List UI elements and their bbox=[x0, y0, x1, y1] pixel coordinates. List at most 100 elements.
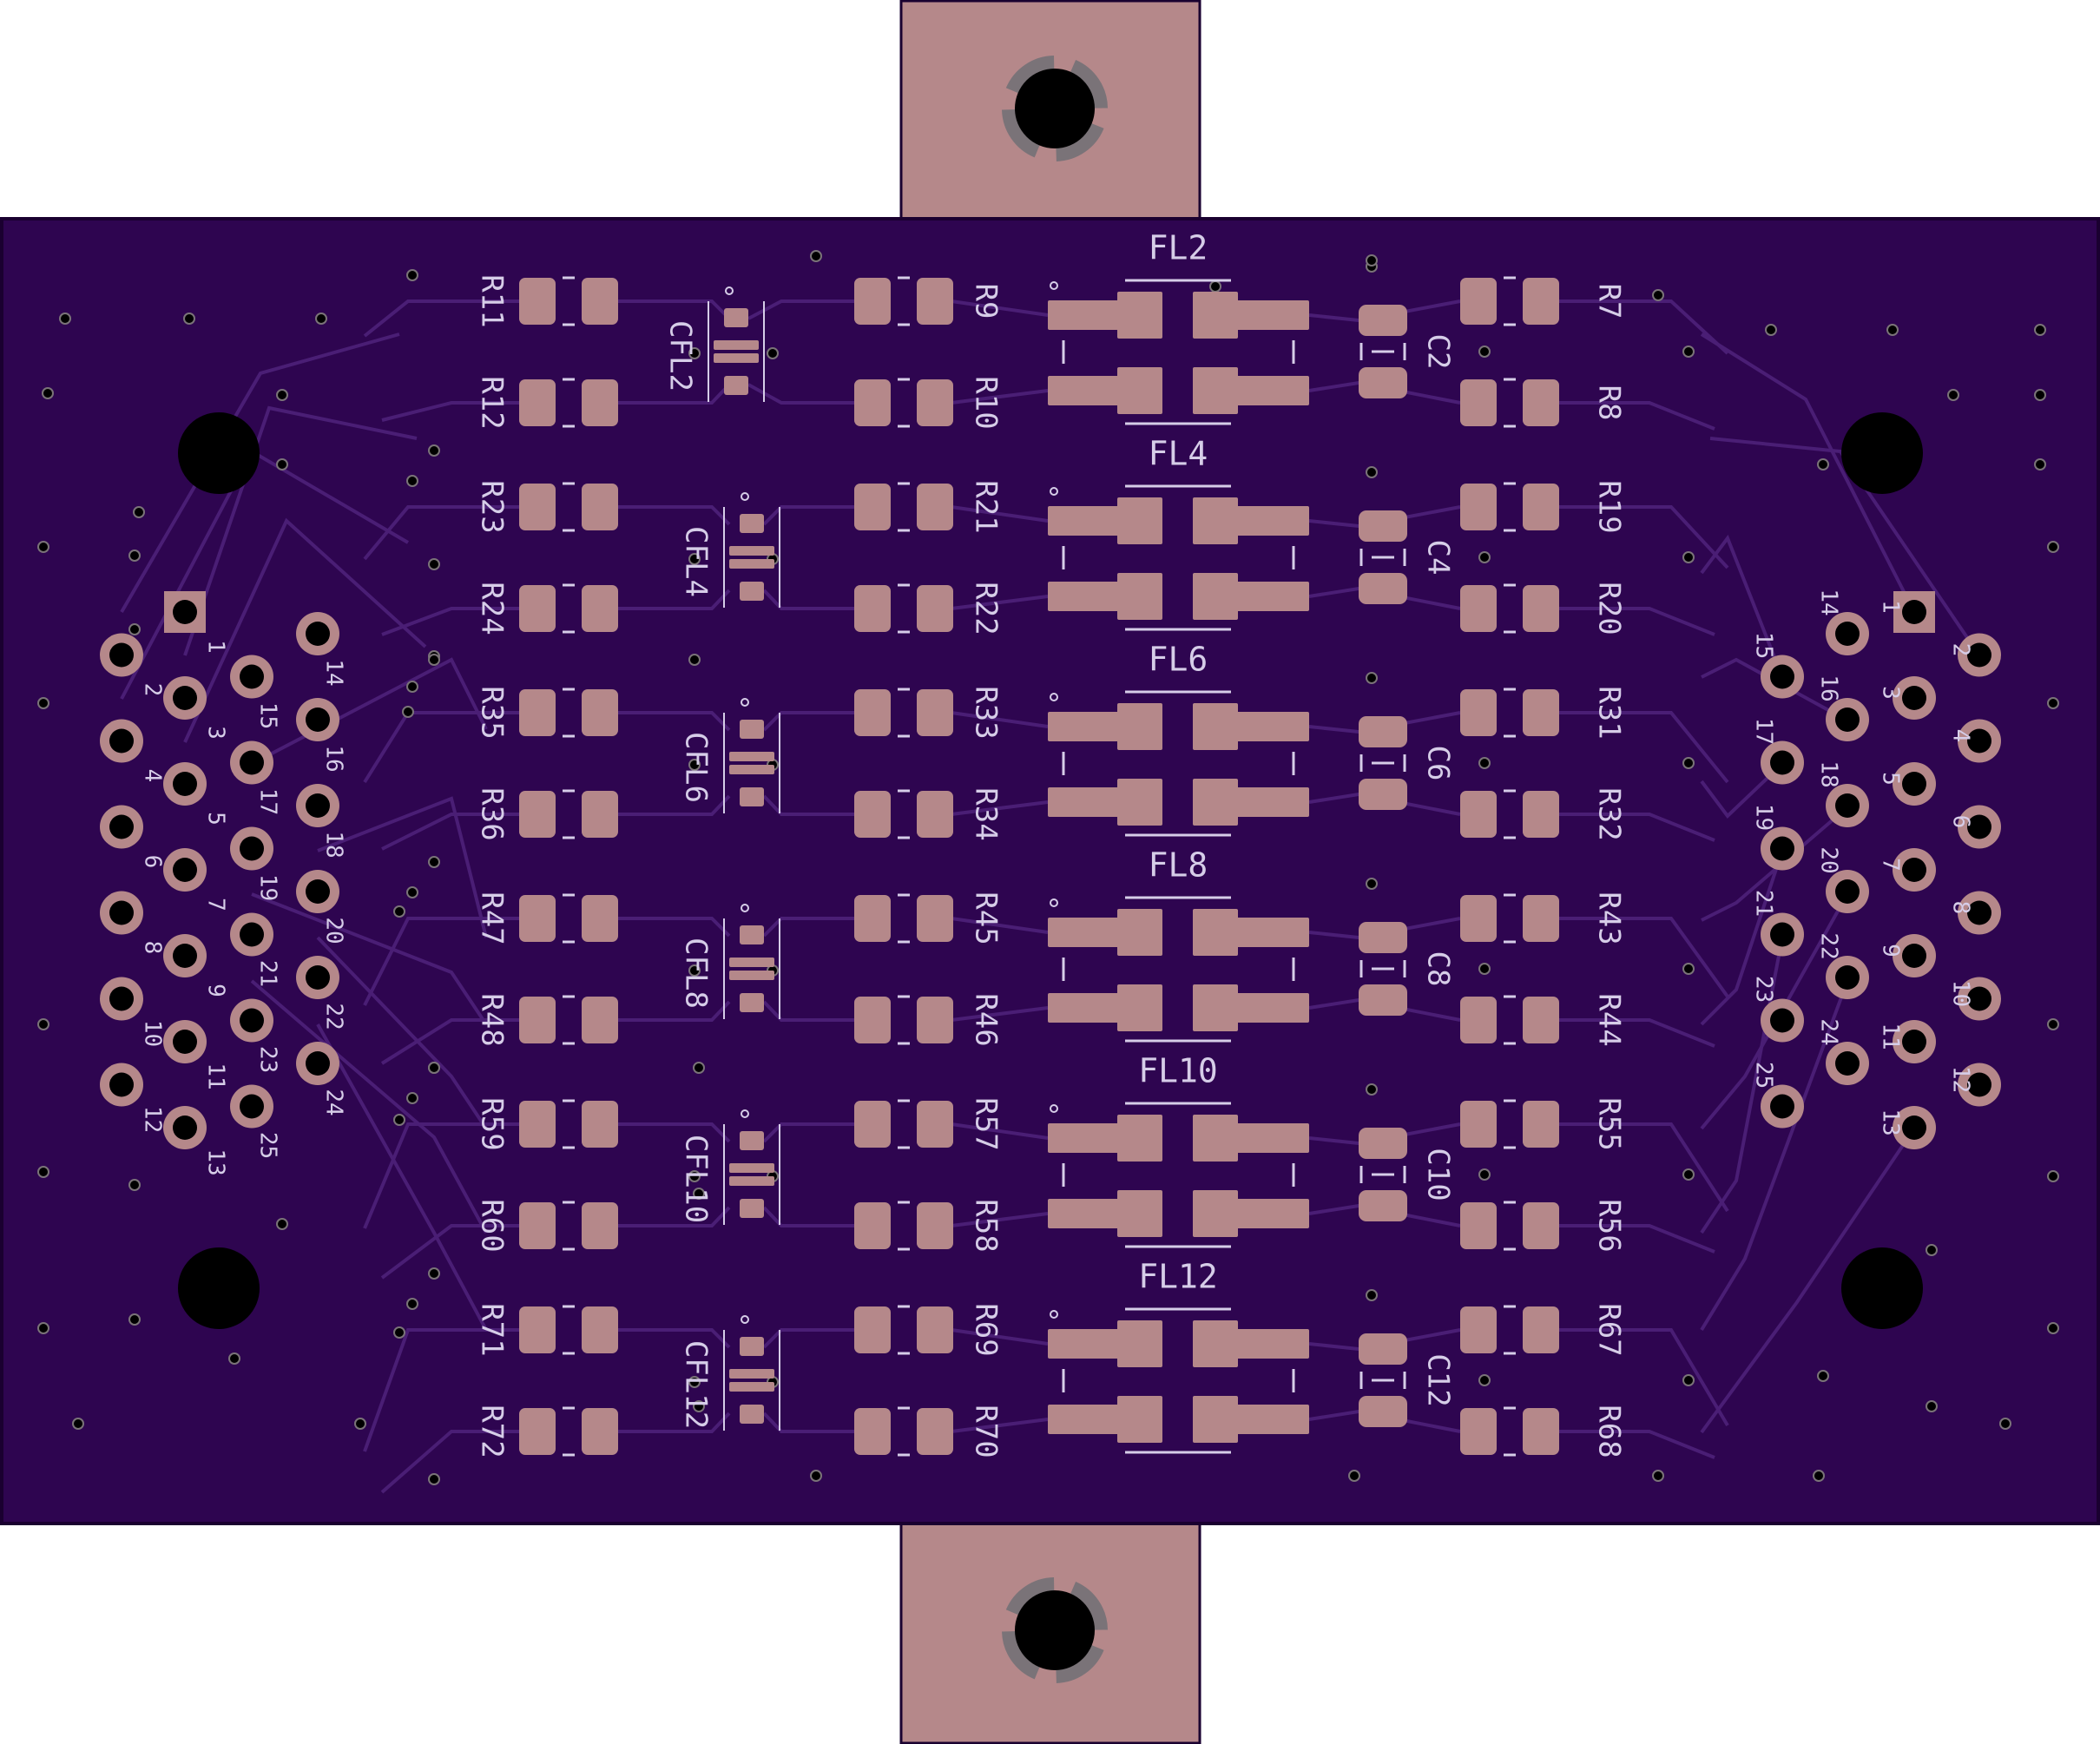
via bbox=[2034, 389, 2046, 401]
via bbox=[688, 1170, 701, 1182]
connector-right: 1234567891011121314151617181920212223242… bbox=[1751, 589, 2001, 1149]
resistor-r43 bbox=[1460, 893, 1559, 944]
connector-right-pin-17: 17 bbox=[1751, 718, 1804, 785]
resistor-r48-pad-1 bbox=[519, 997, 556, 1043]
label-cfl10: CFL10 bbox=[679, 1135, 714, 1223]
cfl4-pad-a bbox=[740, 514, 764, 533]
trace bbox=[1700, 332, 1916, 613]
top-tab-hole bbox=[1015, 69, 1095, 148]
top-mounting-tab bbox=[899, 0, 1201, 223]
fl12-pad-lc1 bbox=[1117, 1396, 1162, 1443]
resistor-r57 bbox=[854, 1099, 953, 1149]
c4-pad-1 bbox=[1359, 510, 1407, 542]
via bbox=[1366, 466, 1378, 478]
fl12-pad-r1 bbox=[1236, 1405, 1309, 1434]
c6-pad-1 bbox=[1359, 716, 1407, 747]
trace bbox=[1700, 762, 1784, 819]
label-fl8: FL8 bbox=[1149, 846, 1208, 885]
connector-right-pin-4: 4 bbox=[1948, 719, 2001, 763]
fl2-pad-r1 bbox=[1236, 376, 1309, 405]
via bbox=[402, 706, 414, 718]
connector-right-pin-9: 9 bbox=[1878, 934, 1936, 977]
c12-pad-1 bbox=[1359, 1333, 1407, 1365]
label-cfl8: CFL8 bbox=[679, 938, 714, 1009]
via bbox=[1813, 1470, 1825, 1482]
label-r72: R72 bbox=[475, 1405, 510, 1458]
c6-pad-2 bbox=[1359, 779, 1407, 810]
via bbox=[1366, 1289, 1378, 1301]
resistor-r23-pad-1 bbox=[519, 484, 556, 530]
via bbox=[2047, 697, 2059, 709]
resistor-r55 bbox=[1460, 1099, 1559, 1149]
resistor-r60 bbox=[519, 1201, 618, 1251]
connector-left-pin-16: 16 bbox=[296, 698, 347, 773]
label-r22: R22 bbox=[969, 582, 1004, 635]
resistor-r44-pad-1 bbox=[1460, 997, 1497, 1043]
connector-left-pin-24: 24 bbox=[296, 1042, 347, 1116]
label-r48: R48 bbox=[475, 993, 510, 1046]
resistor-r19 bbox=[1460, 482, 1559, 532]
connector-right-pin-5: 5 bbox=[1878, 762, 1936, 806]
pin-label: 5 bbox=[1878, 772, 1904, 786]
label-r33: R33 bbox=[969, 686, 1004, 739]
via bbox=[2034, 458, 2046, 471]
resistor-r31-pad-2 bbox=[1523, 689, 1559, 736]
resistor-r33 bbox=[854, 688, 953, 738]
trace bbox=[1557, 1328, 1729, 1427]
resistor-r56-pad-1 bbox=[1460, 1202, 1497, 1249]
fl6-pad-rc1 bbox=[1193, 779, 1238, 826]
via bbox=[1926, 1400, 1938, 1412]
connector-right-pin-23: 23 bbox=[1751, 976, 1804, 1043]
connector-left-pin-23: 23 bbox=[230, 998, 281, 1073]
cfl8-pad-c bbox=[729, 971, 774, 980]
resistor-r70-pad-1 bbox=[854, 1408, 891, 1455]
resistor-r47-pad-1 bbox=[519, 895, 556, 942]
trace bbox=[951, 1418, 1049, 1433]
connector-left-pin-14: 14 bbox=[296, 612, 347, 687]
via bbox=[688, 1376, 701, 1388]
resistor-r31-pad-1 bbox=[1460, 689, 1497, 736]
trace bbox=[762, 917, 854, 938]
trace bbox=[1701, 657, 1848, 722]
resistor-r9-pad-1 bbox=[854, 278, 891, 325]
cfl10-pad-d bbox=[740, 1199, 764, 1218]
fl2-pad-l0 bbox=[1048, 300, 1121, 330]
trace bbox=[316, 1023, 488, 1331]
resistor-r32-pad-1 bbox=[1460, 791, 1497, 838]
label-r36: R36 bbox=[475, 787, 510, 840]
resistor-r7-pad-1 bbox=[1460, 278, 1497, 325]
via bbox=[406, 475, 418, 487]
trace bbox=[1557, 299, 1729, 355]
cfl12-pad-a bbox=[740, 1337, 764, 1356]
trace bbox=[380, 1430, 519, 1494]
pin-label: 17 bbox=[1751, 718, 1777, 745]
fl6-pad-r0 bbox=[1236, 712, 1309, 741]
fl4-pad-rc0 bbox=[1193, 497, 1238, 544]
label-r45: R45 bbox=[969, 892, 1004, 944]
component-rows: R11R12CFL2R9R10FL2C2R7R8R23R24CFL4R21R22… bbox=[475, 229, 1627, 1458]
via bbox=[1478, 1374, 1491, 1386]
connector-left-pin-18: 18 bbox=[296, 784, 347, 859]
resistor-r57-pad-2 bbox=[917, 1101, 953, 1148]
via bbox=[2047, 1170, 2059, 1182]
via bbox=[37, 1166, 49, 1178]
via bbox=[1209, 280, 1221, 293]
filter-fl12 bbox=[1048, 1307, 1309, 1454]
resistor-r59 bbox=[519, 1099, 618, 1149]
label-fl2: FL2 bbox=[1149, 229, 1208, 267]
pin-label: 4 bbox=[1948, 729, 1974, 743]
cfl6-pad-a bbox=[740, 720, 764, 739]
pin-label: 15 bbox=[255, 702, 281, 729]
pin-label: 16 bbox=[1816, 675, 1842, 701]
fl10-pad-l0 bbox=[1048, 1123, 1121, 1153]
filter-cfl4 bbox=[723, 492, 780, 608]
resistor-r67-pad-2 bbox=[1523, 1306, 1559, 1353]
filter-fl4 bbox=[1048, 484, 1309, 631]
trace bbox=[1700, 893, 1849, 1130]
label-r32: R32 bbox=[1592, 787, 1627, 840]
c2-pad-1 bbox=[1359, 305, 1407, 336]
label-c4: C4 bbox=[1421, 540, 1456, 576]
connector-left: 1234567891011121314151617181920212223242… bbox=[100, 591, 347, 1176]
